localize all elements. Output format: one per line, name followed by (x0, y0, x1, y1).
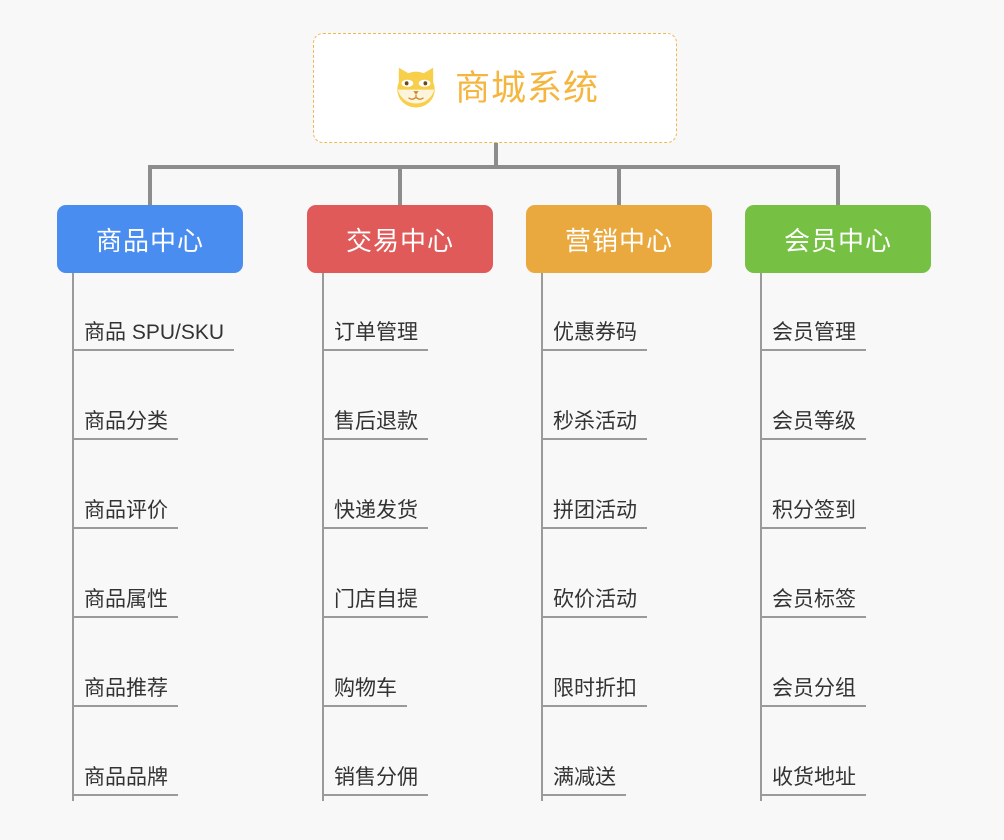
category-title: 商品中心 (95, 225, 204, 256)
branch-stem-marketing-center (541, 273, 543, 801)
shiba-dog-icon (397, 67, 435, 108)
connector-drop-2 (398, 165, 402, 207)
connector-drop-4 (836, 165, 840, 207)
leaf-item[interactable]: 会员管理 (762, 322, 866, 351)
column-marketing-center: 营销中心 (526, 205, 712, 273)
leaf-item[interactable]: 商品推荐 (74, 678, 178, 707)
leaf-item[interactable]: 会员分组 (762, 678, 866, 707)
leaf-item[interactable]: 销售分佣 (324, 767, 428, 796)
column-product-center: 商品中心 (57, 205, 243, 273)
leaf-item[interactable]: 商品品牌 (74, 767, 178, 796)
leaf-item[interactable]: 限时折扣 (543, 678, 647, 707)
leaf-item[interactable]: 会员等级 (762, 411, 866, 440)
leaf-item[interactable]: 会员标签 (762, 589, 866, 618)
category-title: 会员中心 (783, 225, 892, 256)
connector-drop-1 (148, 165, 152, 207)
leaf-item[interactable]: 砍价活动 (543, 589, 647, 618)
branch-stem-trade-center (322, 273, 324, 801)
leaf-item[interactable]: 售后退款 (324, 411, 428, 440)
leaf-item[interactable]: 快递发货 (324, 500, 428, 529)
leaf-item[interactable]: 秒杀活动 (543, 411, 647, 440)
leaf-item[interactable]: 购物车 (324, 678, 407, 707)
category-header-product-center[interactable]: 商品中心 (57, 205, 243, 273)
root-stem-line (493, 143, 498, 168)
connector-drop-3 (617, 165, 621, 207)
leaf-item[interactable]: 门店自提 (324, 589, 428, 618)
category-title: 交易中心 (345, 225, 454, 256)
branch-stem-member-center (760, 273, 762, 801)
leaf-item[interactable]: 满减送 (543, 767, 626, 796)
branch-stem-product-center (72, 273, 74, 801)
category-title: 营销中心 (564, 225, 673, 256)
column-trade-center: 交易中心 (307, 205, 493, 273)
leaf-item[interactable]: 收货地址 (762, 767, 866, 796)
category-header-member-center[interactable]: 会员中心 (745, 205, 931, 273)
leaf-item[interactable]: 商品评价 (74, 500, 178, 529)
leaf-item[interactable]: 优惠券码 (543, 322, 647, 351)
leaf-item[interactable]: 积分签到 (762, 500, 866, 529)
leaf-item[interactable]: 商品属性 (74, 589, 178, 618)
connector-bus-line (149, 165, 840, 169)
category-header-trade-center[interactable]: 交易中心 (307, 205, 493, 273)
root-title: 商城系统 (454, 68, 599, 108)
category-header-marketing-center[interactable]: 营销中心 (526, 205, 712, 273)
column-member-center: 会员中心 (745, 205, 931, 273)
leaf-item[interactable]: 拼团活动 (543, 500, 647, 529)
root-node[interactable]: 商城系统 (313, 33, 677, 143)
leaf-item[interactable]: 订单管理 (324, 322, 428, 351)
leaf-item[interactable]: 商品分类 (74, 411, 178, 440)
leaf-item[interactable]: 商品 SPU/SKU (74, 322, 235, 351)
